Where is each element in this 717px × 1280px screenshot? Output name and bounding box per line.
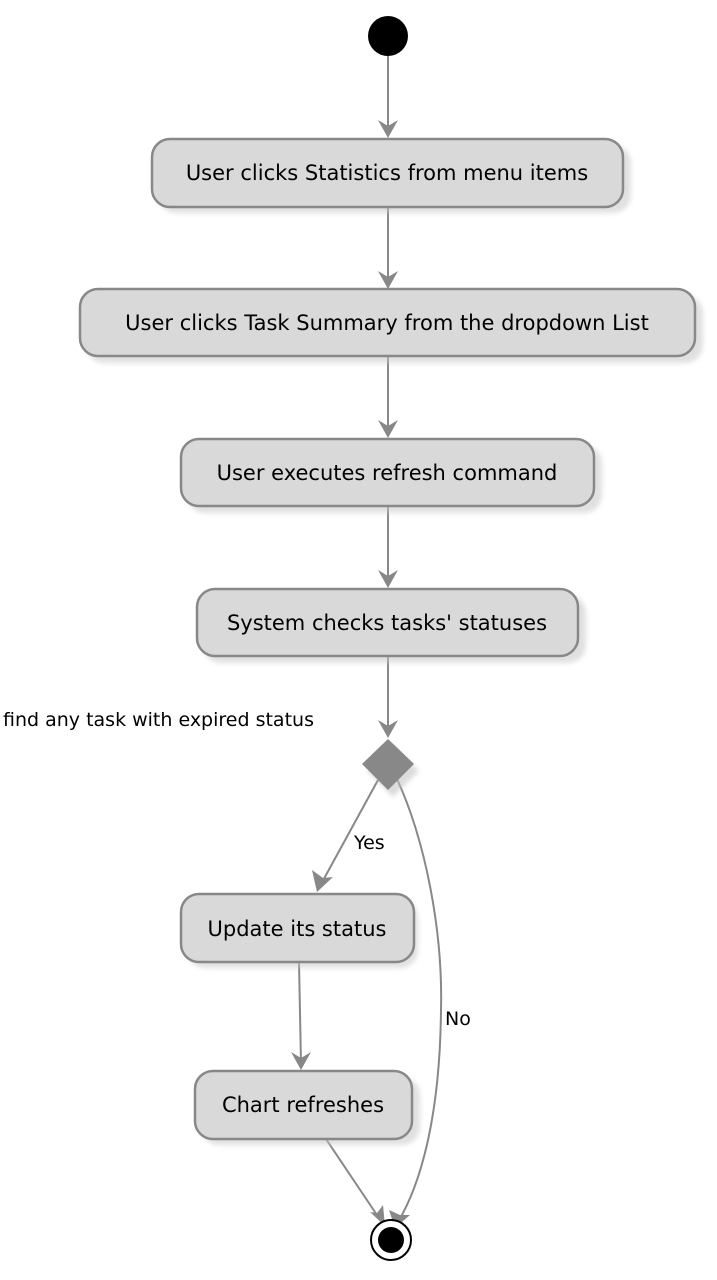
arrowhead: [291, 1052, 311, 1070]
arrowhead: [378, 720, 398, 738]
activity-label: System checks tasks' statuses: [227, 611, 547, 635]
no-label: No: [445, 1008, 471, 1030]
activity-label: User clicks Task Summary from the dropdo…: [125, 311, 649, 335]
activity-label: User executes refresh command: [217, 461, 558, 485]
yes-label: Yes: [353, 832, 385, 854]
activity-label: Update its status: [208, 917, 387, 941]
arrowhead: [378, 420, 398, 438]
arrowhead: [312, 870, 333, 892]
activity-node: User clicks Task Summary from the dropdo…: [78, 287, 703, 363]
activity-node: Update its status: [179, 892, 418, 968]
edge-decision-yes: [319, 779, 379, 887]
arrowhead: [370, 1205, 385, 1226]
edge-decision-no: [396, 778, 443, 1223]
activity-label: Chart refreshes: [222, 1093, 384, 1117]
edge-a5-to-a6: [298, 961, 302, 1065]
arrowhead: [378, 120, 398, 138]
activity-node: Chart refreshes: [193, 1069, 420, 1145]
activity-node: System checks tasks' statuses: [195, 587, 586, 663]
edge-a6-to-end: [325, 1138, 382, 1222]
decision-node: [362, 739, 419, 797]
activity-node: User executes refresh command: [179, 437, 602, 513]
start-node: [368, 16, 408, 56]
end-node: [370, 1219, 412, 1261]
arrowhead: [378, 570, 398, 588]
activity-label: User clicks Statistics from menu items: [186, 161, 588, 185]
arrowhead: [378, 271, 398, 289]
activity-node: User clicks Statistics from menu items: [150, 137, 631, 213]
decision-condition: find any task with expired status: [3, 709, 314, 731]
